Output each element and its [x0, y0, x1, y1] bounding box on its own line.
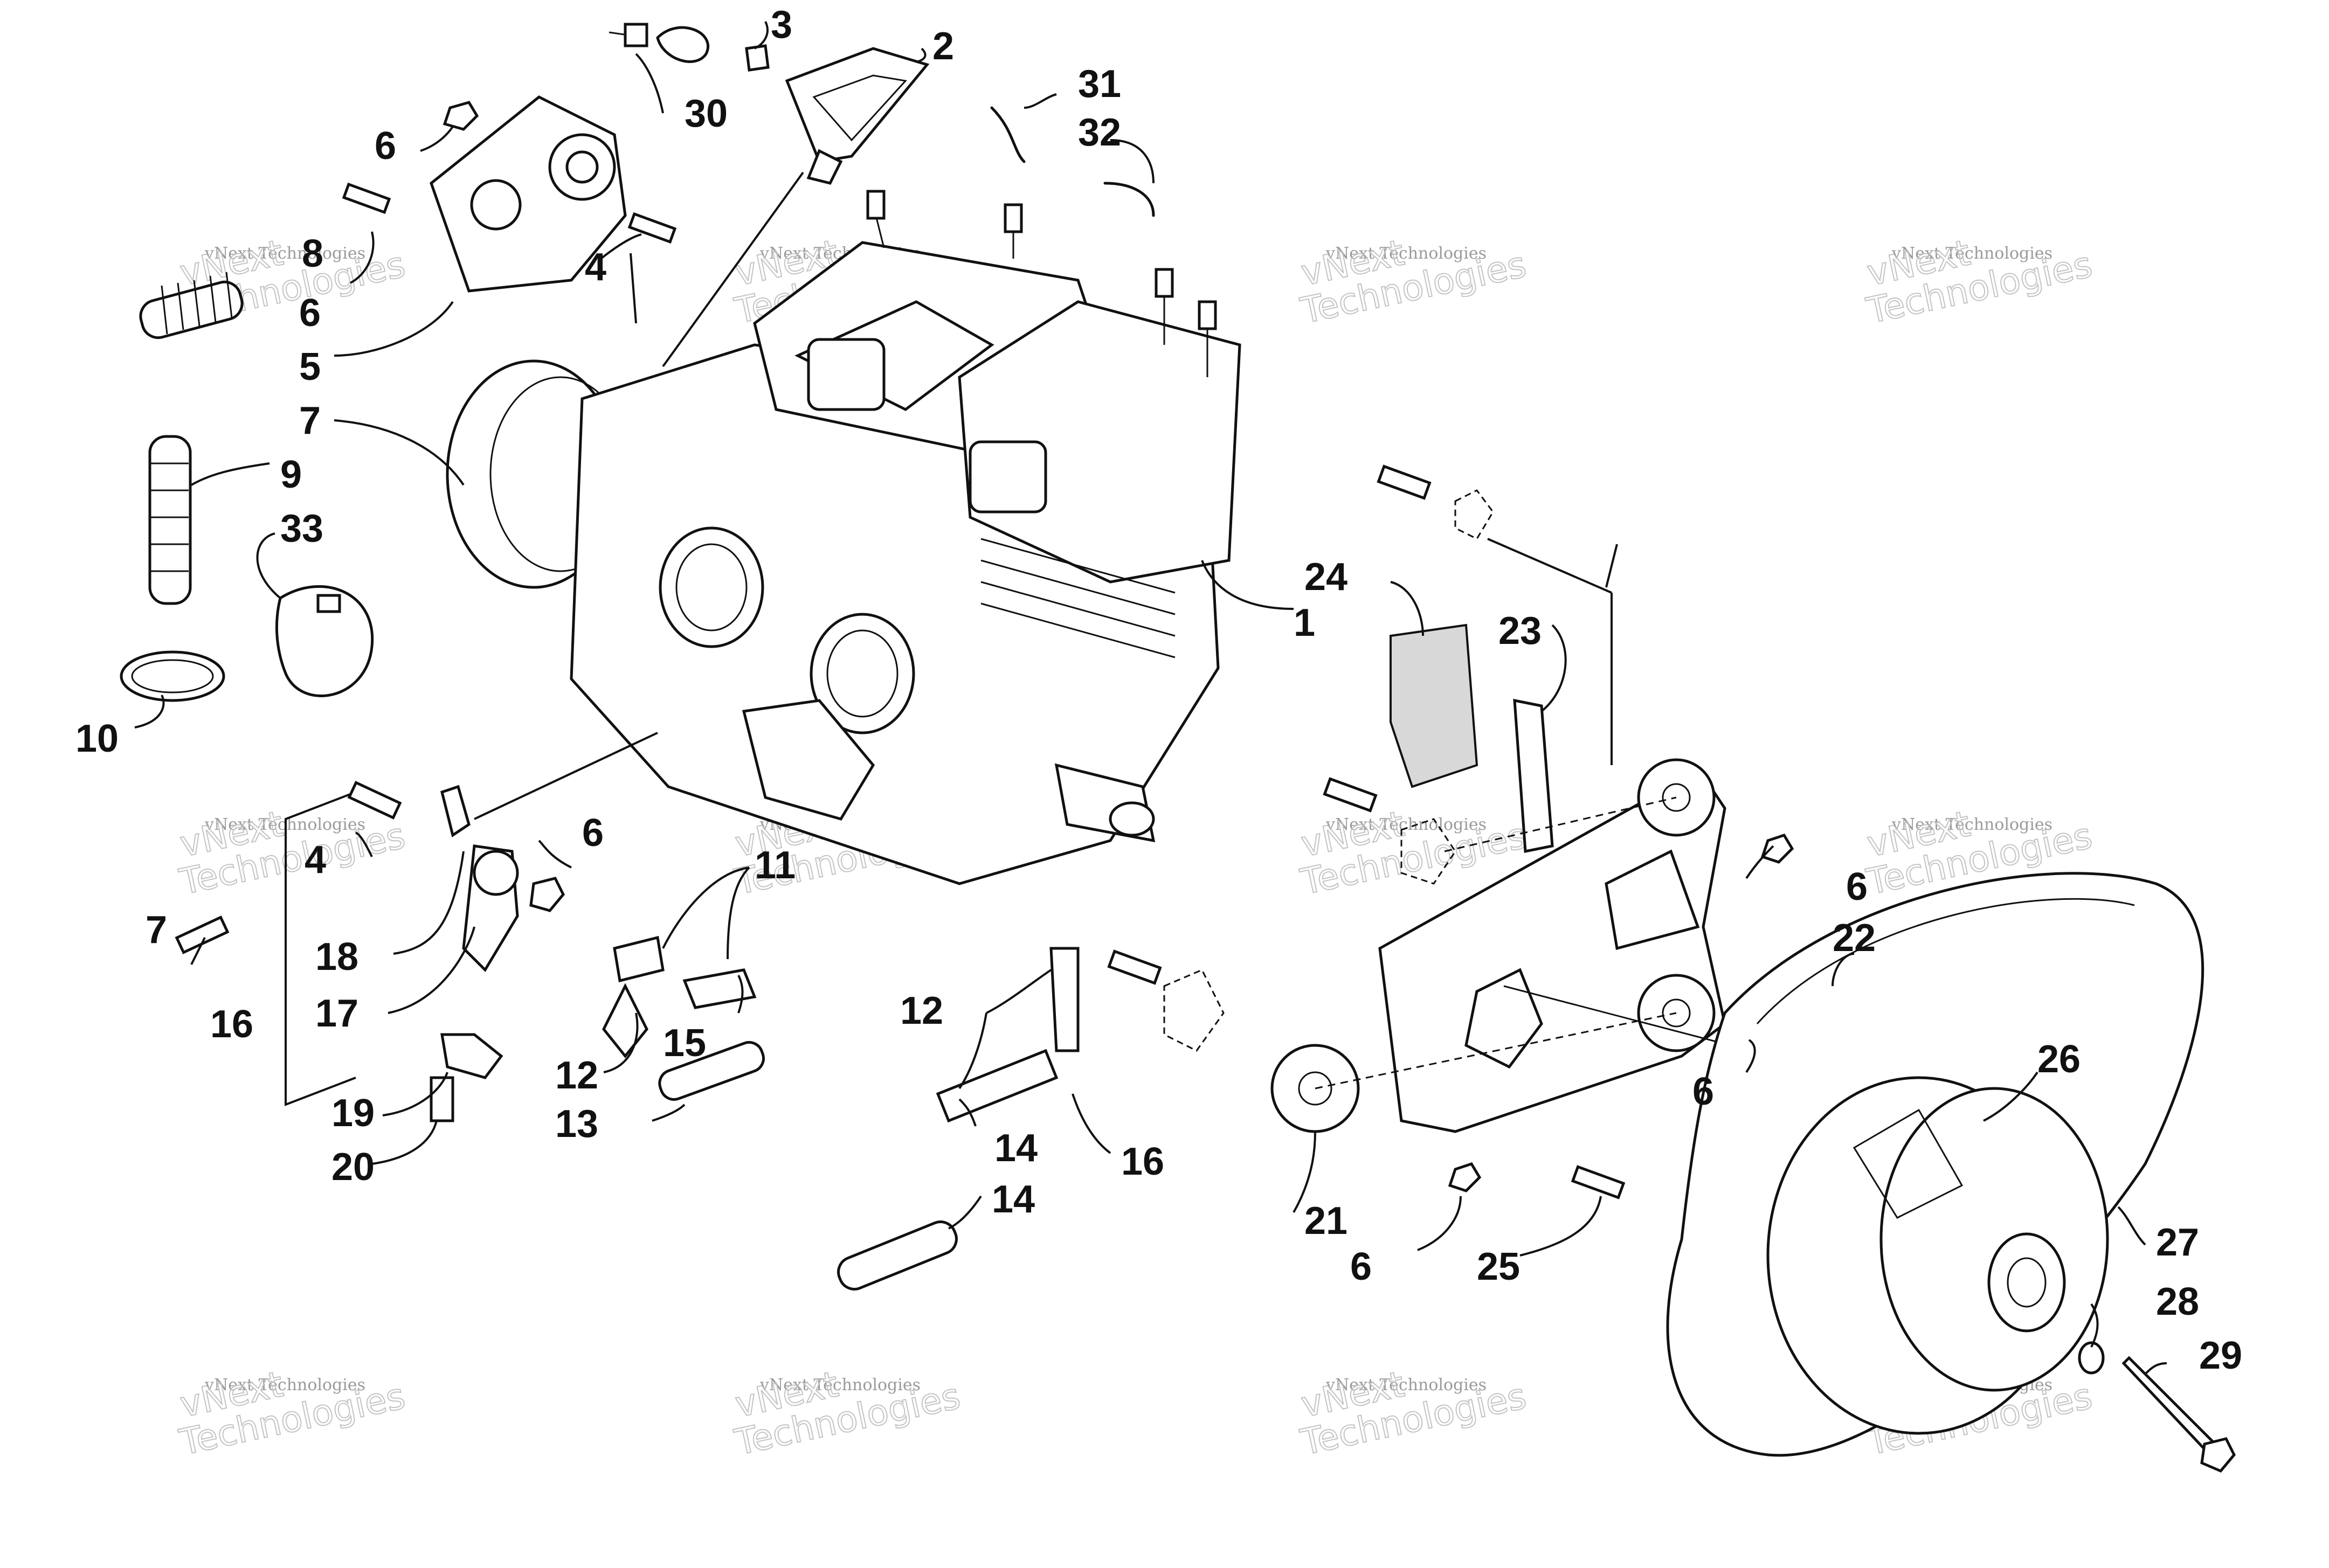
- callout-6: 6: [582, 811, 604, 855]
- callout-20: 19: [331, 1092, 375, 1135]
- callout-3: 3: [771, 3, 792, 46]
- callout-24: 23: [1498, 609, 1542, 653]
- callout-22: 21: [1304, 1199, 1347, 1243]
- callout-4: 4: [305, 838, 326, 882]
- callout-25: 24: [1304, 556, 1347, 599]
- watermark: vNext Technologies vNext Technologies: [1296, 231, 1530, 332]
- callout-16: 15: [663, 1022, 706, 1065]
- spring-14-upper: [658, 1040, 765, 1101]
- svg-text:vNext Technologies: vNext Technologies: [1325, 244, 1487, 263]
- callout-12: 12: [900, 989, 943, 1032]
- svg-text:vNext Technologies: vNext Technologies: [1891, 244, 2052, 263]
- callout-13: 12: [555, 1054, 598, 1097]
- watermark: vNext Technologies vNext Technologies: [175, 802, 409, 904]
- pad-25: [1390, 623, 1478, 788]
- exhaust-port-left: [807, 338, 886, 411]
- callout-16: 16: [1121, 1140, 1164, 1183]
- spring-10: [148, 435, 192, 605]
- hose-33: [1103, 182, 1155, 217]
- clip: [745, 44, 770, 72]
- callout-34: 33: [280, 507, 323, 550]
- spring-14-lower: [837, 1220, 958, 1291]
- callout-23: 22: [1833, 917, 1876, 960]
- hardware-upper-left: [342, 101, 677, 244]
- torque-stop-24: [1513, 698, 1554, 854]
- callout-30: 29: [2199, 1334, 2242, 1377]
- callout-5: 5: [299, 345, 321, 388]
- callout-7: 6: [299, 292, 321, 335]
- svg-text:vNext Technologies: vNext Technologies: [1325, 815, 1487, 834]
- callout-12: 11: [755, 844, 796, 887]
- callout-28: 27: [2156, 1221, 2199, 1264]
- callout-11: 10: [75, 717, 119, 760]
- svg-text:vNext Technologies: vNext Technologies: [1891, 815, 2052, 834]
- callout-17: 16: [210, 1003, 253, 1046]
- fuel-fittings-right: [936, 947, 1080, 1123]
- bolt-30: [2121, 1356, 2236, 1473]
- watermark: vNext Technologies vNext Technologies: [730, 1363, 964, 1464]
- callout-8: 7: [299, 399, 321, 442]
- callout-18: 17: [315, 992, 358, 1035]
- callout-9: 8: [302, 232, 323, 275]
- watermark: vNext Technologies vNext Technologies: [175, 1363, 409, 1464]
- svg-text:vNext Technologies: vNext Technologies: [204, 1376, 365, 1394]
- callout-labels: 1 2 3 4 4 5 6 6 6 6 6 6 7 7 8 9 10 11 12…: [75, 3, 2242, 1377]
- watermark: vNext Technologies vNext Technologies: [1296, 1363, 1530, 1464]
- callout-7: 7: [146, 908, 167, 952]
- callout-6: 6: [1350, 1245, 1372, 1288]
- callout-33: 32: [1078, 111, 1121, 154]
- svg-text:vNext Technologies: vNext Technologies: [1325, 1376, 1487, 1394]
- callout-14: 14: [992, 1178, 1035, 1221]
- front-mount-assembly: [175, 781, 565, 1122]
- hose-32: [990, 106, 1026, 163]
- starter-handle: [785, 47, 930, 185]
- engine-block: [446, 190, 1241, 885]
- callout-15: 14: [994, 1127, 1038, 1170]
- callout-1: 1: [1294, 601, 1315, 644]
- spring-9: [139, 272, 244, 339]
- watermark: vNext Technologies vNext Technologies: [1862, 231, 2096, 332]
- exhaust-port-right: [969, 440, 1047, 514]
- callout-6: 6: [1692, 1070, 1714, 1113]
- callout-10: 9: [280, 453, 302, 496]
- callout-31: 30: [685, 92, 728, 135]
- washer-29: [2078, 1341, 2105, 1375]
- rear-mount-plate: [430, 95, 627, 293]
- leader-lines: [134, 21, 2167, 1375]
- oil-pump: [742, 699, 875, 821]
- callout-2: 2: [932, 25, 954, 68]
- callout-26: 25: [1477, 1245, 1520, 1288]
- clamp-34: [275, 585, 374, 697]
- callout-6: 6: [1846, 865, 1868, 908]
- callout-4: 4: [585, 246, 606, 289]
- spark-plugs: [866, 190, 1217, 377]
- drive-clutch: [1766, 1076, 2109, 1435]
- callout-29: 28: [2156, 1280, 2199, 1323]
- callout-32: 31: [1078, 63, 1121, 106]
- callout-27: 26: [2037, 1038, 2081, 1081]
- callout-21: 20: [331, 1146, 375, 1189]
- alignment-lines: [1315, 538, 1677, 1090]
- callout-14: 13: [555, 1102, 598, 1146]
- retainer-pin: [609, 23, 709, 63]
- callout-6: 6: [375, 124, 396, 168]
- svg-text:vNext Technologies: vNext Technologies: [204, 244, 365, 263]
- callout-19: 18: [315, 935, 358, 979]
- svg-text:vNext Technologies: vNext Technologies: [759, 1376, 921, 1394]
